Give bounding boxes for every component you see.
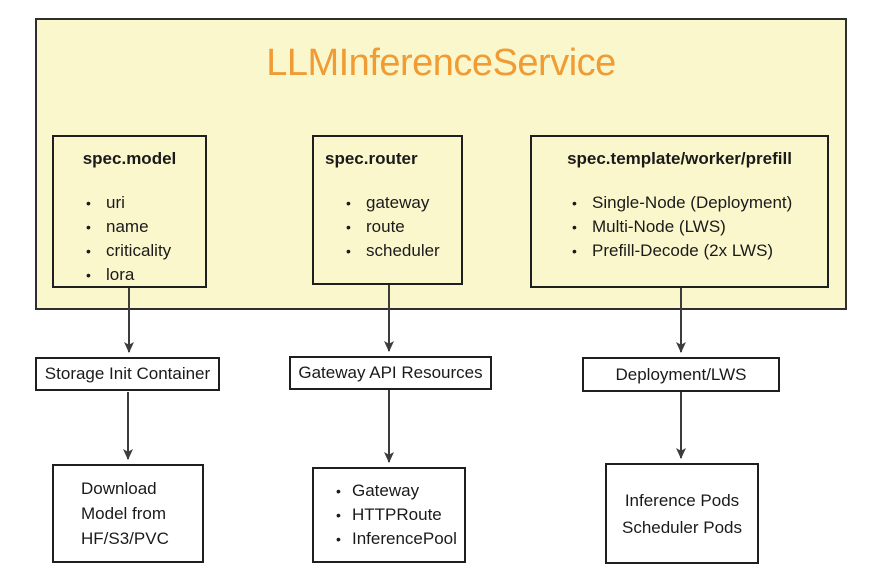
spec-list-item: • Multi-Node (LWS): [532, 215, 827, 239]
box-text-line: Model from: [81, 504, 167, 523]
spec-list-item: • uri: [54, 191, 205, 215]
bullet-icon: •: [86, 267, 91, 283]
spec-item-label: gateway: [366, 193, 430, 212]
bullet-icon: •: [346, 243, 351, 259]
spec-list-item: • HTTPRoute: [314, 503, 464, 527]
spec-item-label: Prefill-Decode (2x LWS): [592, 241, 774, 260]
spec-router-list: • gateway • route • scheduler: [314, 191, 461, 263]
spec-item-label: InferencePool: [352, 529, 457, 548]
spec-item-label: lora: [106, 265, 135, 284]
spec-item-label: route: [366, 217, 405, 236]
diagram-title: LLMInferenceService: [266, 42, 616, 84]
spec-item-label: Multi-Node (LWS): [592, 217, 726, 236]
gateway-resources-list-box: • Gateway • HTTPRoute • InferencePool: [312, 467, 466, 563]
deployment-lws-label: Deployment/LWS: [615, 364, 747, 384]
spec-template-list: • Single-Node (Deployment) • Multi-Node …: [532, 191, 827, 263]
spec-item-label: Gateway: [352, 481, 420, 500]
gateway-resources-list: • Gateway • HTTPRoute • InferencePool: [314, 479, 464, 551]
bullet-icon: •: [336, 531, 341, 547]
spec-list-item: • criticality: [54, 239, 205, 263]
spec-template-title: spec.template/worker/prefill: [567, 149, 792, 168]
spec-list-item: • Single-Node (Deployment): [532, 191, 827, 215]
spec-list-item: • lora: [54, 263, 205, 287]
spec-template-box: spec.template/worker/prefill • Single-No…: [530, 135, 829, 288]
spec-router-box: spec.router • gateway • route • schedule…: [312, 135, 463, 285]
spec-item-label: uri: [106, 193, 125, 212]
spec-list-item: • name: [54, 215, 205, 239]
spec-list-item: • scheduler: [314, 239, 461, 263]
spec-list-item: • route: [314, 215, 461, 239]
bullet-icon: •: [336, 507, 341, 523]
spec-model-list: • uri • name • criticality • lora: [54, 191, 205, 287]
spec-router-title: spec.router: [325, 149, 418, 168]
spec-model-title: spec.model: [82, 149, 177, 168]
storage-init-container-box: Storage Init Container: [35, 357, 220, 391]
spec-item-label: name: [106, 217, 149, 236]
box-text-line: Download: [81, 479, 157, 498]
box-text-line: HF/S3/PVC: [81, 529, 169, 548]
bullet-icon: •: [572, 195, 577, 211]
bullet-icon: •: [346, 219, 351, 235]
bullet-icon: •: [572, 219, 577, 235]
llminferenceservice-container: [35, 18, 847, 310]
spec-list-item: • gateway: [314, 191, 461, 215]
bullet-icon: •: [86, 219, 91, 235]
bullet-icon: •: [572, 243, 577, 259]
spec-item-label: Single-Node (Deployment): [592, 193, 793, 212]
gateway-api-resources-label: Gateway API Resources: [298, 363, 483, 382]
storage-init-container-label: Storage Init Container: [44, 364, 211, 383]
deployment-lws-box: Deployment/LWS: [582, 357, 780, 392]
box-text-line: Inference Pods: [624, 490, 740, 510]
bullet-icon: •: [346, 195, 351, 211]
spec-item-label: scheduler: [366, 241, 440, 260]
bullet-icon: •: [336, 483, 341, 499]
spec-item-label: HTTPRoute: [352, 505, 442, 524]
box-text-line: Scheduler Pods: [621, 517, 743, 537]
gateway-api-resources-box: Gateway API Resources: [289, 356, 492, 390]
spec-list-item: • InferencePool: [314, 527, 464, 551]
bullet-icon: •: [86, 195, 91, 211]
spec-item-label: criticality: [106, 241, 172, 260]
spec-list-item: • Gateway: [314, 479, 464, 503]
spec-list-item: • Prefill-Decode (2x LWS): [532, 239, 827, 263]
spec-model-box: spec.model • uri • name • criticality • …: [52, 135, 207, 288]
bullet-icon: •: [86, 243, 91, 259]
